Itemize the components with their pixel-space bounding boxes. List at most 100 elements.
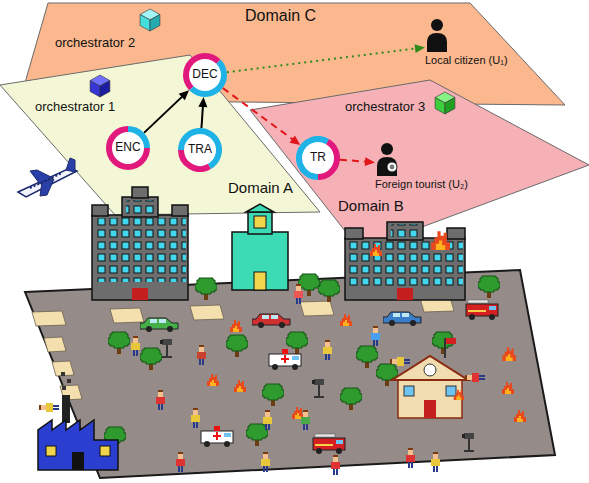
flag-pole: [444, 338, 446, 358]
ring-arc: [192, 62, 224, 94]
user-head: [431, 19, 443, 31]
airplane-tail: [66, 158, 75, 172]
fire: [502, 347, 516, 361]
person: [406, 448, 415, 468]
fire: [234, 380, 246, 392]
church-window: [254, 216, 266, 228]
church-body: [232, 232, 288, 290]
building-windows: [126, 200, 154, 214]
function-circle: TRA: [178, 128, 222, 172]
building-tower: [122, 197, 158, 217]
tile: [52, 361, 74, 376]
tree: [195, 278, 217, 300]
label-holder: orchestrator 1: [35, 100, 115, 114]
ring-arc: [181, 131, 219, 166]
function-label: TRA: [188, 143, 212, 156]
tree: [376, 364, 398, 386]
building-fire: [431, 231, 450, 250]
person: [261, 452, 270, 472]
user-body: [427, 33, 447, 52]
church-door: [254, 272, 266, 290]
vehicles: [140, 300, 498, 454]
orchestrator-label: orchestrator 1: [35, 100, 115, 114]
cameras: [160, 339, 474, 452]
user-node: Foreign tourist (U₂): [375, 142, 470, 190]
user-icon: [425, 18, 449, 52]
smoke: [67, 379, 71, 383]
building-door: [132, 288, 148, 300]
domain-label: Domain B: [338, 198, 404, 215]
ring-arc: [299, 139, 328, 177]
person: [131, 336, 140, 356]
person: [294, 284, 303, 304]
airplane: [18, 158, 77, 197]
building-body: [92, 215, 188, 300]
lying-person: [465, 373, 485, 382]
fire: [207, 374, 219, 386]
domain-outline: [20, 3, 565, 105]
camera-badge: [387, 162, 397, 172]
flag: [446, 338, 456, 344]
airplane-windows: [30, 173, 62, 188]
person: [263, 410, 272, 430]
ambulance: [269, 349, 301, 370]
school: [392, 338, 468, 418]
people: [39, 284, 485, 475]
fire: [340, 314, 352, 326]
tree: [262, 384, 284, 406]
building-door: [397, 288, 413, 300]
car: [383, 312, 421, 326]
fire: [514, 410, 526, 422]
function-circle: DEC: [183, 53, 227, 97]
person: [301, 410, 310, 430]
tile: [190, 305, 224, 320]
orchestrator-cube: [435, 92, 455, 114]
building-tower: [387, 222, 423, 240]
user-label: Local citizen (U₁): [425, 54, 510, 66]
fire-truck: [313, 434, 345, 454]
orchestrator-cube: [90, 75, 110, 97]
school-clock: [424, 364, 436, 376]
domain-outline: [250, 80, 589, 250]
building-spire: [132, 187, 148, 198]
building-windows: [94, 218, 186, 282]
school-window: [404, 386, 414, 396]
factory-window: [100, 446, 110, 456]
person: [197, 345, 206, 365]
tree: [478, 276, 500, 298]
user-body: [377, 157, 397, 176]
building-windows: [391, 224, 419, 237]
building-fire: [370, 244, 382, 256]
car: [140, 318, 178, 332]
factory-body: [38, 420, 118, 470]
orchestrator-cube: [140, 9, 160, 31]
person: [156, 390, 165, 410]
tree: [356, 346, 378, 368]
cube-face: [140, 15, 150, 32]
building-turret: [92, 205, 108, 216]
fire: [454, 390, 464, 400]
person: [176, 452, 185, 472]
tree: [340, 388, 362, 410]
lying-person: [390, 357, 410, 366]
church-roof: [246, 204, 274, 212]
right-building: [345, 222, 465, 300]
cube-face: [100, 81, 110, 98]
factory-window: [46, 446, 56, 456]
camera: [160, 339, 172, 358]
tile: [44, 337, 66, 352]
label-holder: orchestrator 2: [55, 36, 135, 50]
label-holder: Domain B: [338, 198, 404, 215]
school-body: [398, 378, 462, 418]
person: [371, 326, 380, 346]
trees: [104, 274, 500, 449]
lying-person: [39, 403, 59, 412]
cube-face: [150, 15, 160, 32]
tree: [246, 424, 268, 446]
label-holder: orchestrator 3: [345, 100, 425, 114]
cube-face: [90, 81, 100, 98]
ambulance: [201, 426, 233, 447]
